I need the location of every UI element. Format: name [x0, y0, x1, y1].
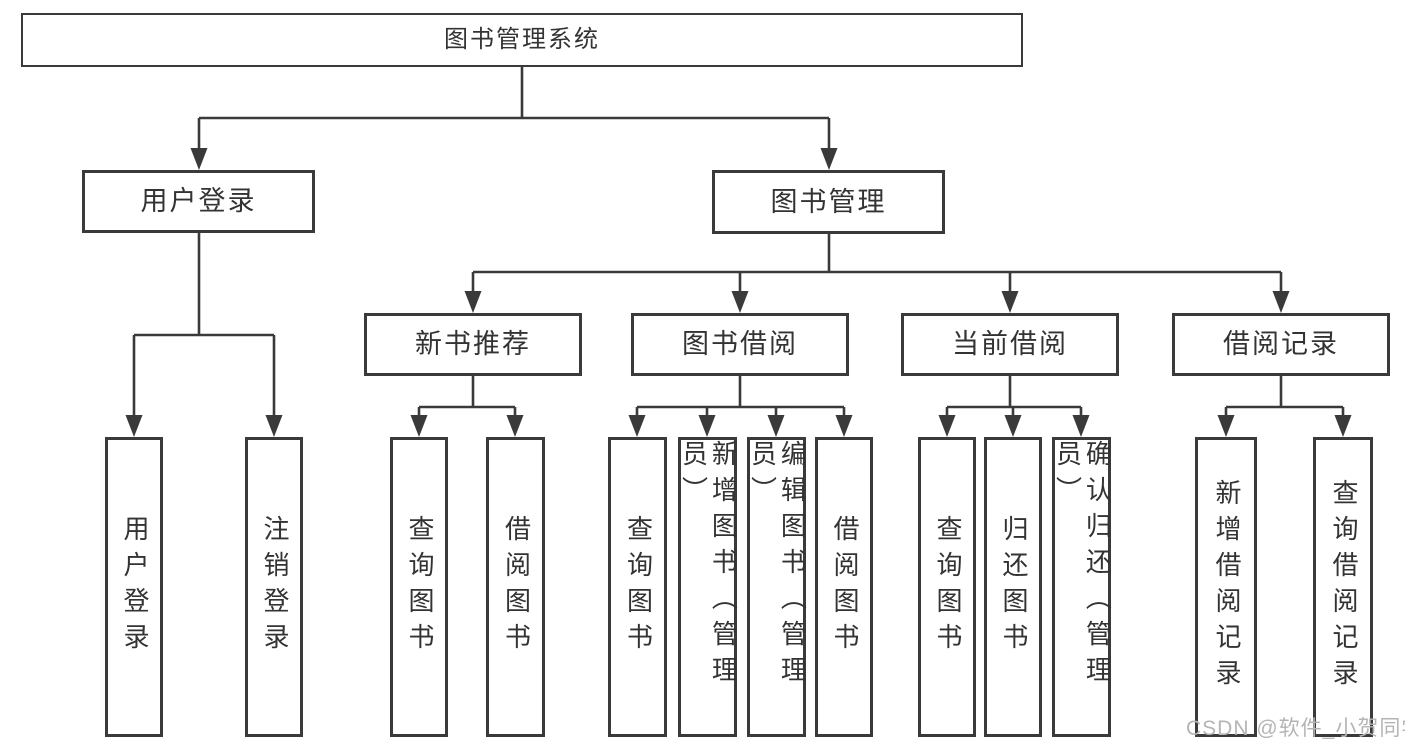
node-library-management-system: 图书管理系统	[21, 13, 1023, 67]
node-label: 借阅图书	[829, 515, 860, 659]
leaf-add-borrow-record: 新增借阅记录	[1195, 437, 1257, 737]
leaf-confirm-return-admin: 确认归还（管理员）	[1052, 437, 1113, 737]
node-label: 借阅记录	[1223, 329, 1339, 359]
node-label: 图书管理	[770, 186, 887, 217]
leaf-query-books-recommend: 查询图书	[390, 437, 448, 737]
node-label: 查询借阅记录	[1328, 479, 1359, 695]
node-label: 新增借阅记录	[1211, 479, 1242, 695]
node-book-management: 图书管理	[712, 170, 945, 234]
leaf-logout: 注销登录	[245, 437, 303, 737]
node-label: 查询图书	[623, 515, 654, 659]
watermark: CSDN @软件_小贺同学	[1186, 717, 1405, 740]
node-current-borrowing: 当前借阅	[901, 313, 1119, 376]
node-label: 归还图书	[998, 515, 1029, 659]
node-label: 查询图书	[932, 515, 963, 659]
leaf-query-books-current: 查询图书	[918, 437, 976, 737]
node-label: 查询图书	[404, 515, 435, 659]
leaf-edit-books-admin: 编辑图书（管理员）	[747, 437, 808, 737]
node-label: 注销登录	[259, 515, 290, 659]
leaf-query-borrow-record: 查询借阅记录	[1313, 437, 1373, 737]
node-label: 新增图书（管理员）	[678, 440, 739, 692]
leaf-borrow-books-recommend: 借阅图书	[486, 437, 545, 737]
node-borrowing-records: 借阅记录	[1172, 313, 1390, 376]
leaf-borrow-books: 借阅图书	[815, 437, 873, 737]
node-label: 用户登录	[119, 515, 150, 659]
leaf-user-login: 用户登录	[105, 437, 163, 737]
node-label: 借阅图书	[501, 515, 532, 659]
node-new-book-recommendation: 新书推荐	[364, 313, 582, 376]
leaf-return-books: 归还图书	[984, 437, 1042, 737]
node-label: 确认归还（管理员）	[1052, 440, 1113, 692]
node-label: 新书推荐	[415, 329, 531, 359]
leaf-query-books-borrow: 查询图书	[608, 437, 667, 737]
node-label: 用户登录	[140, 186, 257, 216]
node-user-login: 用户登录	[82, 170, 315, 233]
node-label: 编辑图书（管理员）	[747, 440, 808, 692]
node-label: 当前借阅	[952, 329, 1068, 359]
leaf-add-books-admin: 新增图书（管理员）	[678, 437, 739, 737]
node-label: 图书管理系统	[444, 26, 600, 53]
node-book-borrowing: 图书借阅	[631, 313, 849, 376]
node-label: 图书借阅	[682, 329, 798, 359]
